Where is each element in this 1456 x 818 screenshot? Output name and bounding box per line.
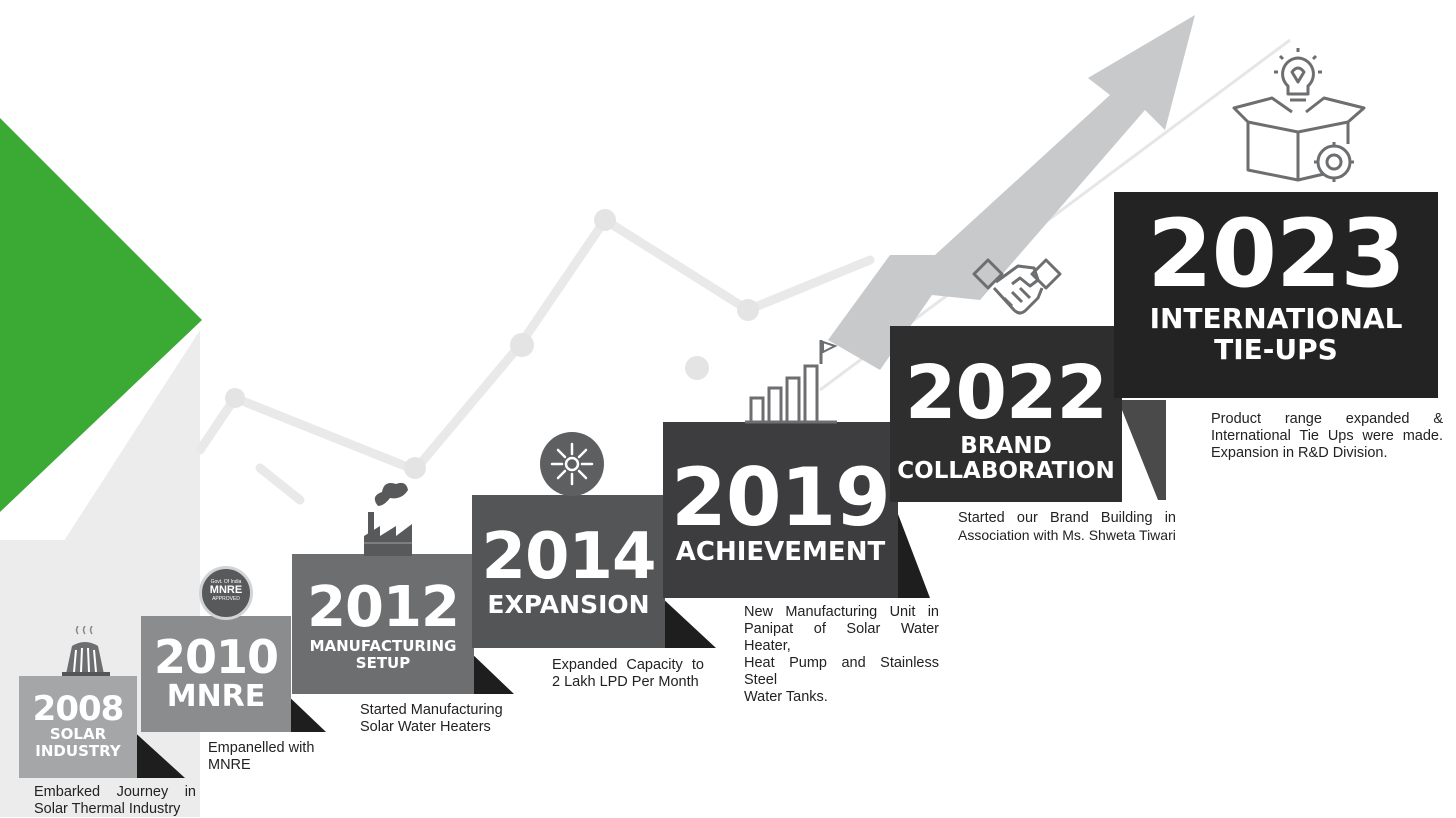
milestone-title: INDUSTRY bbox=[35, 741, 121, 760]
milestone-description: Started our Brand Building in Associatio… bbox=[958, 510, 1176, 543]
milestone-title: MANUFACTURING bbox=[309, 637, 457, 655]
mnre-seal-caption: APPROVED bbox=[212, 596, 240, 602]
growth-bars-icon bbox=[745, 340, 837, 424]
handshake-icon bbox=[972, 258, 1062, 315]
milestone-title: MNRE bbox=[166, 679, 266, 714]
milestone-year: 2023 bbox=[1147, 200, 1406, 309]
mnre-seal-title: MNRE bbox=[209, 584, 243, 596]
milestone-title: EXPANSION bbox=[487, 590, 650, 619]
milestone-year: 2012 bbox=[307, 575, 460, 640]
mnre-seal-icon: Govt. Of India MNRE APPROVED bbox=[199, 566, 253, 620]
milestone-title: ACHIEVEMENT bbox=[675, 537, 886, 567]
innovation-box-icon bbox=[1232, 48, 1366, 182]
milestone-year: 2022 bbox=[905, 350, 1108, 436]
milestone-title: COLLABORATION bbox=[897, 458, 1115, 485]
milestone-2022-block: 2022 BRAND COLLABORATION bbox=[890, 326, 1122, 502]
step-shadow bbox=[468, 650, 514, 694]
milestone-year: 2019 bbox=[671, 451, 891, 544]
milestone-title: SOLAR bbox=[49, 725, 107, 743]
milestone-2008-block: 2008 SOLAR INDUSTRY bbox=[19, 676, 137, 778]
mnre-seal-caption: Govt. Of India bbox=[210, 579, 242, 585]
milestone-title: BRAND bbox=[960, 433, 1052, 459]
milestone-year: 2014 bbox=[481, 520, 656, 594]
step-shadow bbox=[660, 596, 716, 648]
milestone-2014-block: 2014 EXPANSION bbox=[472, 495, 665, 648]
growth-arrow bbox=[828, 15, 1195, 370]
milestone-year: 2010 bbox=[153, 630, 279, 684]
milestone-description: New Manufacturing Unit in Panipat of Sol… bbox=[744, 604, 939, 705]
expansion-icon bbox=[540, 432, 604, 496]
milestone-2010-block: 2010 MNRE bbox=[141, 616, 291, 732]
milestone-description: Embarked Journey in Solar Thermal Indust… bbox=[34, 784, 196, 817]
milestone-title: INTERNATIONAL bbox=[1149, 302, 1403, 335]
green-triangle bbox=[0, 118, 202, 512]
milestone-description: Product range expanded & International T… bbox=[1211, 411, 1443, 461]
milestone-description: Expanded Capacity to 2 Lakh LPD Per Mont… bbox=[552, 657, 704, 690]
milestone-2019-block: 2019 ACHIEVEMENT bbox=[663, 422, 898, 598]
milestone-description: Started Manufacturing Solar Water Heater… bbox=[360, 702, 503, 735]
water-heater-icon bbox=[62, 626, 110, 676]
milestone-description: Empanelled with MNRE bbox=[208, 740, 315, 773]
factory-icon bbox=[364, 482, 412, 556]
faded-chart-points bbox=[225, 209, 759, 479]
milestone-2012-block: 2012 MANUFACTURING SETUP bbox=[292, 554, 474, 694]
milestone-title: TIE-UPS bbox=[1214, 332, 1338, 366]
step-shadow bbox=[282, 690, 326, 732]
step-shadow bbox=[130, 728, 185, 778]
milestone-2023-block: 2023 INTERNATIONAL TIE-UPS bbox=[1114, 192, 1438, 398]
milestone-title: SETUP bbox=[355, 653, 411, 672]
step-shadow bbox=[1118, 400, 1166, 500]
milestone-year: 2008 bbox=[32, 689, 125, 729]
